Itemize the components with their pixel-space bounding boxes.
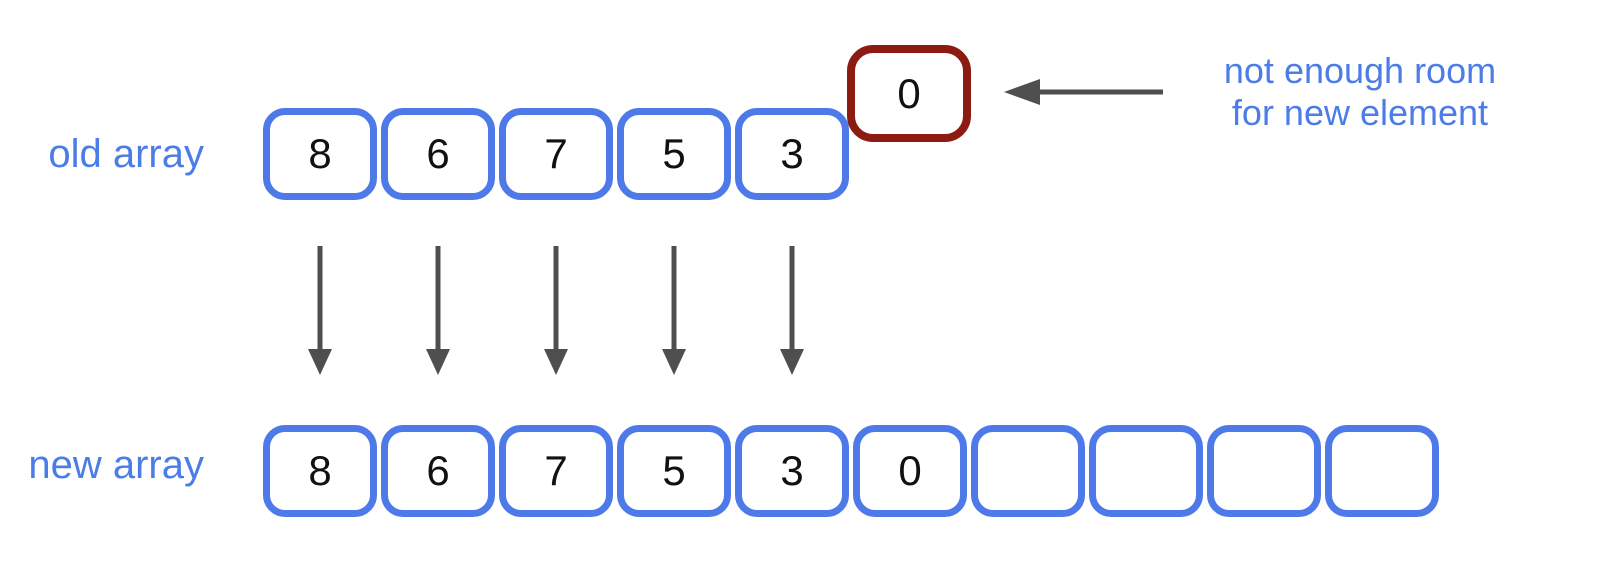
array-cell <box>1089 425 1203 517</box>
array-cell <box>1207 425 1321 517</box>
down-arrow <box>780 246 804 375</box>
down-arrow <box>544 246 568 375</box>
array-cell <box>971 425 1085 517</box>
old-array-label: old array <box>48 132 204 176</box>
new-array-label: new array <box>28 443 204 487</box>
annotation-text: not enough room for new element <box>1180 50 1540 134</box>
array-cell: 6 <box>381 108 495 200</box>
array-cell: 8 <box>263 108 377 200</box>
array-cell: 8 <box>263 425 377 517</box>
down-arrow <box>426 246 450 375</box>
left-arrow <box>1004 79 1163 105</box>
array-cell: 5 <box>617 108 731 200</box>
down-arrow <box>308 246 332 375</box>
array-cell: 6 <box>381 425 495 517</box>
array-cell: 7 <box>499 425 613 517</box>
overflow-cell: 0 <box>847 45 971 142</box>
down-arrow <box>662 246 686 375</box>
array-cell: 3 <box>735 425 849 517</box>
annotation-line1: not enough room <box>1223 50 1497 91</box>
array-cell <box>1325 425 1439 517</box>
array-cell: 3 <box>735 108 849 200</box>
annotation-line2: for new element <box>1231 92 1489 133</box>
array-cell: 0 <box>853 425 967 517</box>
array-cell: 7 <box>499 108 613 200</box>
array-cell: 5 <box>617 425 731 517</box>
